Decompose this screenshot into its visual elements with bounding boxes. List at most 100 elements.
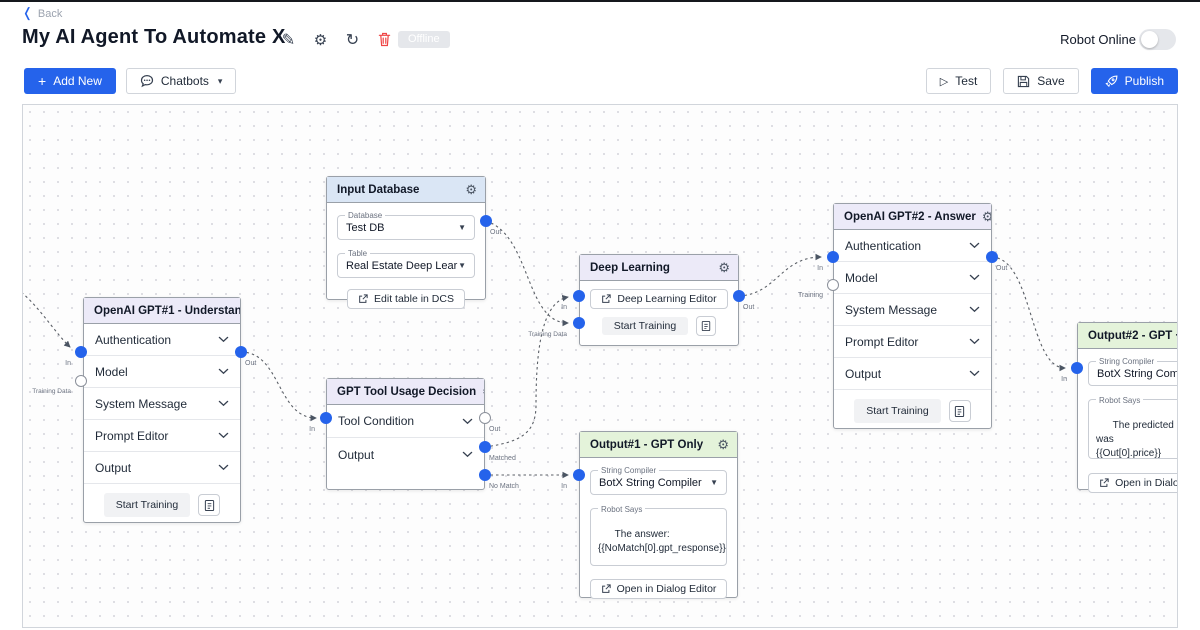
chevron-down-icon — [218, 336, 229, 343]
training-log-button[interactable] — [948, 400, 971, 422]
chatbots-dropdown[interactable]: Chatbots ▾ — [125, 68, 237, 94]
back-link[interactable]: ❬Back — [22, 5, 62, 21]
section-model[interactable]: Model — [834, 262, 991, 294]
gear-icon[interactable]: ⚙ — [717, 436, 729, 452]
document-icon — [954, 405, 965, 418]
start-training-button[interactable]: Start Training — [601, 317, 689, 335]
gear-icon[interactable]: ⚙ — [482, 384, 484, 400]
port-gpt1-out[interactable] — [235, 346, 247, 358]
publish-button[interactable]: Publish — [1090, 68, 1178, 94]
section-output[interactable]: Output — [834, 358, 991, 390]
port-label: In — [65, 360, 71, 367]
gear-icon[interactable]: ⚙ — [465, 181, 477, 197]
port-decision-matched[interactable] — [479, 441, 491, 453]
section-system-message[interactable]: System Message — [834, 294, 991, 326]
open-dialog-editor-button[interactable]: Open in Dialog Editor — [1088, 473, 1177, 493]
play-icon: ▷ — [939, 75, 949, 88]
section-authentication[interactable]: Authentication — [834, 230, 991, 262]
port-output1-in[interactable] — [573, 469, 585, 481]
table-select[interactable]: Table Real Estate Deep Learning ▼ — [337, 249, 475, 278]
port-decision-nomatch[interactable] — [479, 469, 491, 481]
section-tool-condition[interactable]: Tool Condition — [327, 405, 484, 438]
add-new-button[interactable]: + Add New — [24, 68, 116, 94]
port-label: Training — [797, 292, 823, 299]
refresh-icon[interactable]: ↻ — [345, 31, 360, 49]
node-title: Input Database — [337, 183, 420, 196]
node-gpt-tool-usage-decision[interactable]: GPT Tool Usage Decision⚙ Tool Condition … — [326, 378, 485, 490]
section-output[interactable]: Output — [327, 438, 484, 471]
chat-bubble-icon — [140, 74, 154, 88]
deep-learning-editor-button[interactable]: Deep Learning Editor — [590, 289, 728, 309]
delete-trash-icon[interactable] — [376, 31, 393, 48]
back-label: Back — [37, 8, 63, 20]
chevron-down-icon — [969, 338, 980, 345]
node-input-database[interactable]: Input Database ⚙ Database Test DB ▼ Table… — [326, 176, 486, 309]
port-label: In — [561, 304, 567, 311]
node-title: OpenAI GPT#1 - Understand — [94, 304, 240, 317]
section-prompt-editor[interactable]: Prompt Editor — [84, 420, 240, 452]
edges-layer — [23, 220, 1066, 479]
section-authentication[interactable]: Authentication — [84, 324, 240, 356]
node-deep-learning[interactable]: Deep Learning⚙ Deep Learning Editor Star… — [579, 254, 739, 346]
port-label: Matched — [489, 455, 516, 462]
section-prompt-editor[interactable]: Prompt Editor — [834, 326, 991, 358]
robot-online-toggle[interactable] — [1139, 29, 1176, 50]
string-compiler-select[interactable]: String Compiler BotX String Compiler — [1088, 357, 1177, 386]
string-compiler-label: String Compiler — [598, 466, 660, 475]
section-system-message[interactable]: System Message — [84, 388, 240, 420]
start-training-button[interactable]: Start Training — [854, 399, 941, 423]
port-label: Out — [245, 360, 257, 367]
toggle-knob — [1141, 31, 1158, 48]
section-model[interactable]: Model — [84, 356, 240, 388]
port-dl-out[interactable] — [733, 290, 745, 302]
port-label: Training Data — [528, 331, 567, 338]
chatbots-label: Chatbots — [160, 74, 209, 88]
node-openai-gpt2[interactable]: OpenAI GPT#2 - Answer⚙ Authentication Mo… — [833, 203, 992, 429]
edge-gpt2-out-to-output2-in — [991, 256, 1066, 372]
node-output1[interactable]: Output#1 - GPT Only⚙ String Compiler Bot… — [579, 431, 738, 599]
gear-icon[interactable]: ⚙ — [718, 259, 730, 275]
edit-table-button[interactable]: Edit table in DCS — [347, 289, 465, 309]
port-gpt1-in[interactable] — [75, 346, 87, 358]
flow-canvas[interactable]: OpenAI GPT#1 - Understand ⚙ Authenticatio… — [22, 104, 1178, 628]
edge-entry-to-gpt1-in — [23, 293, 71, 348]
node-openai-gpt1[interactable]: OpenAI GPT#1 - Understand⚙ Authenticatio… — [83, 297, 241, 523]
port-gpt1-training-data[interactable] — [75, 375, 87, 387]
open-dialog-editor-button[interactable]: Open in Dialog Editor — [589, 579, 728, 599]
string-compiler-select[interactable]: String Compiler BotX String Compiler ▼ — [590, 466, 727, 495]
plus-icon: + — [38, 73, 47, 89]
port-gpt2-out[interactable] — [986, 251, 998, 263]
port-dl-in[interactable] — [573, 290, 585, 302]
port-decision-in[interactable] — [320, 412, 332, 424]
gear-icon[interactable]: ⚙ — [982, 209, 991, 225]
chevron-down-icon — [969, 274, 980, 281]
document-icon — [204, 499, 215, 512]
chevron-down-icon — [218, 400, 229, 407]
port-gpt2-training[interactable] — [827, 279, 839, 291]
port-label: Out — [489, 426, 501, 433]
chevron-down-icon — [218, 368, 229, 375]
node-output2[interactable]: Output#2 - GPT + Neu String Compiler Bot… — [1077, 322, 1177, 493]
select-caret-icon: ▼ — [710, 478, 718, 487]
chevron-down-icon: ▾ — [217, 75, 223, 86]
save-button[interactable]: Save — [1003, 68, 1079, 94]
settings-gear-icon[interactable]: ⚙ — [313, 31, 328, 49]
section-output[interactable]: Output — [84, 452, 240, 484]
port-dl-training-data[interactable] — [573, 317, 585, 329]
rocket-icon — [1105, 75, 1118, 88]
window-top-border — [0, 0, 1200, 2]
test-button[interactable]: ▷ Test — [925, 68, 992, 94]
port-db-out[interactable] — [480, 215, 492, 227]
chevron-down-icon — [969, 306, 980, 313]
training-log-button[interactable] — [198, 494, 221, 516]
port-decision-out[interactable] — [479, 412, 491, 424]
start-training-button[interactable]: Start Training — [103, 493, 191, 517]
training-log-button[interactable] — [696, 316, 717, 336]
database-select[interactable]: Database Test DB ▼ — [337, 211, 475, 240]
port-gpt2-in[interactable] — [827, 251, 839, 263]
chevron-down-icon — [969, 242, 980, 249]
port-output2-in[interactable] — [1071, 362, 1083, 374]
edit-title-icon[interactable]: ✎ — [281, 31, 296, 49]
